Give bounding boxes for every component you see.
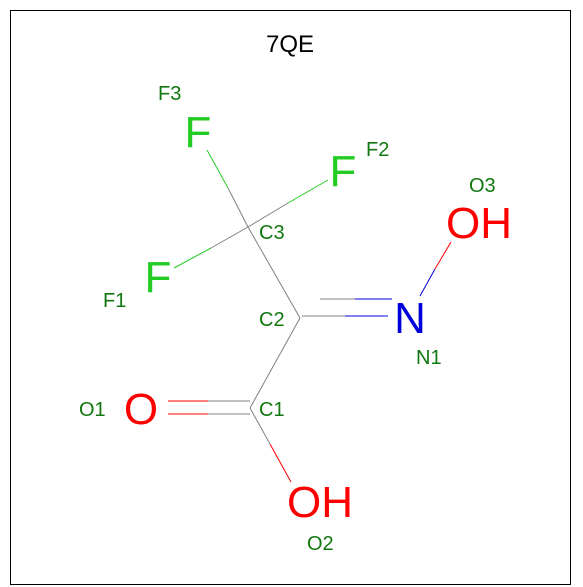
atom-o1-symbol: O (124, 385, 158, 434)
atom-o2-symbol: OH (287, 478, 353, 527)
atom-labels: F3 F2 F1 C3 C2 C1 O1 O2 O3 N1 (79, 83, 496, 555)
atom-label-c2: C2 (259, 309, 285, 331)
bond-c2-c1 (249, 317, 301, 409)
bond-c3-f2-carbon (247, 202, 289, 228)
atom-label-c3: C3 (259, 222, 285, 244)
atom-f1-symbol: F (145, 253, 172, 302)
atom-label-n1: N1 (416, 347, 442, 369)
atom-o3-symbol: OH (446, 199, 512, 248)
bond-c3-f3-carbon (227, 187, 249, 228)
bond-c3-f1-fluorine (173, 247, 212, 269)
bond-c1-o2-carbon (249, 407, 271, 445)
atom-f3-symbol: F (185, 108, 212, 157)
atom-label-f3: F3 (158, 83, 181, 105)
atom-label-c1: C1 (259, 399, 285, 421)
structure-title: 7QE (266, 31, 314, 58)
atom-label-f2: F2 (366, 139, 389, 161)
atom-label-o3: O3 (469, 175, 496, 197)
atom-f2-symbol: F (330, 147, 357, 196)
bonds (168, 149, 452, 483)
bond-c3-f1-carbon (210, 226, 249, 249)
bond-c3-f2-fluorine (287, 179, 329, 204)
bond-n1-o3-nitrogen (419, 268, 436, 297)
atom-label-o2: O2 (307, 533, 334, 555)
structure-frame (10, 10, 571, 585)
atom-label-f1: F1 (103, 290, 126, 312)
bond-c3-f3-fluorine (206, 149, 229, 189)
atoms: F F F O OH OH N (124, 108, 512, 527)
bond-c3-c2 (247, 226, 301, 319)
atom-label-o1: O1 (79, 399, 106, 421)
atom-n1-symbol: N (394, 294, 426, 343)
bond-c1-o2-oxygen (269, 443, 292, 483)
bond-n1-o3-oxygen (434, 241, 452, 270)
